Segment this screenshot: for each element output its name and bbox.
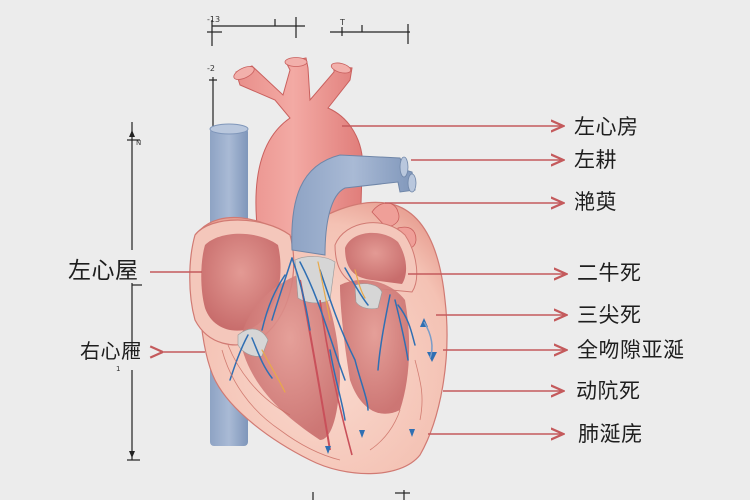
dimension-marks <box>127 17 410 500</box>
label-mitral-valve: 二牛死 <box>577 261 642 285</box>
pulmonary-artery <box>291 154 417 256</box>
label-vena-cava: 右心屜 <box>80 339 142 363</box>
label-aorta: 左心房 <box>574 115 639 139</box>
dimension-label-left-mid: 1 <box>116 365 121 373</box>
left-atrium <box>334 222 418 293</box>
label-apex: 肺涎庑 <box>578 422 643 446</box>
ventricles <box>237 256 410 440</box>
dimension-label-top-left: -13 <box>207 15 221 24</box>
right-pointer-lines <box>342 126 565 434</box>
label-ventricle-wall-mid: 全吻隙亚涎 <box>577 338 685 362</box>
label-right-atrium: 左心屋 <box>68 258 139 284</box>
coronary-vessels <box>229 257 416 421</box>
nerve-fibers <box>261 261 366 393</box>
dimension-label-top-right: T <box>340 18 345 27</box>
dimension-label-vertical: -2 <box>207 64 215 73</box>
label-ventricle-wall: 三尖死 <box>577 303 642 327</box>
label-ventricle-wall-lower: 动阬死 <box>576 379 641 403</box>
label-pulmonary-artery: 左耕 <box>574 148 617 172</box>
label-left-atrium-appendage: 滟萸 <box>574 190 617 214</box>
left-pointer-lines <box>150 271 205 352</box>
dimension-label-left-upper: N <box>136 139 142 147</box>
